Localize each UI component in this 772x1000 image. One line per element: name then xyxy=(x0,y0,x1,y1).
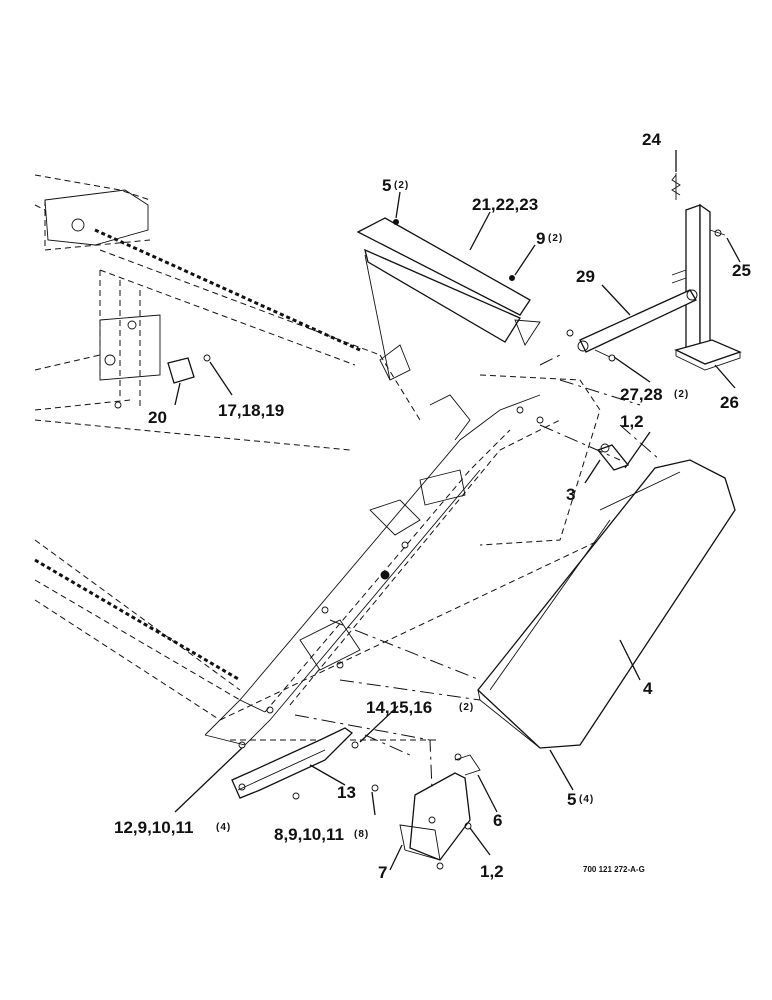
callout-17-18-19: 17,18,19 xyxy=(218,401,284,420)
callout-labels: 24 5 (2) 21,22,23 9 (2) 25 29 20 17,18,1… xyxy=(114,130,751,882)
callout-21-22-23: 21,22,23 xyxy=(472,195,538,214)
callout-5-bottom: 5 xyxy=(567,790,576,809)
callout-3: 3 xyxy=(566,485,575,504)
part-26-stand xyxy=(671,173,742,371)
callout-27-28: 27,28 xyxy=(620,385,663,404)
callout-5-bottom-qty: (4) xyxy=(579,794,594,805)
callout-14-15-16-qty: (2) xyxy=(459,702,474,713)
callout-4: 4 xyxy=(643,679,653,698)
callout-5-top-qty: (2) xyxy=(394,180,409,191)
callout-27-28-qty: (2) xyxy=(674,389,689,400)
part-21-shield xyxy=(356,217,541,381)
part-6-7-bracket xyxy=(371,753,481,870)
callout-9-qty: (2) xyxy=(548,233,563,244)
part-20-plate xyxy=(114,354,211,409)
callout-12-9-10-11-qty: (4) xyxy=(216,822,231,833)
callout-8-9-10-11: 8,9,10,11 xyxy=(274,825,344,844)
part-4-shield xyxy=(477,459,736,749)
callout-1-2-bottom: 1,2 xyxy=(480,862,504,881)
callout-6: 6 xyxy=(493,811,502,830)
projection-lines xyxy=(294,354,661,791)
part-29-brace xyxy=(566,289,698,362)
part-13-skid xyxy=(231,706,359,800)
callout-1-2-top: 1,2 xyxy=(620,412,644,431)
callout-5-top: 5 xyxy=(382,176,391,195)
callout-13: 13 xyxy=(337,783,356,802)
part-3-pin xyxy=(596,443,630,471)
callout-26: 26 xyxy=(720,393,739,412)
callout-29: 29 xyxy=(576,267,595,286)
callout-12-9-10-11: 12,9,10,11 xyxy=(114,818,193,837)
callout-8-9-10-11-qty: (8) xyxy=(354,829,369,840)
callout-25: 25 xyxy=(732,261,751,280)
drawing-code: 700 121 272-A-G xyxy=(583,865,645,874)
callout-20: 20 xyxy=(148,408,167,427)
main-channel xyxy=(204,344,601,746)
callout-24: 24 xyxy=(642,130,661,149)
header-frame-phantom xyxy=(34,174,421,721)
callout-9: 9 xyxy=(536,229,545,248)
leader-lines xyxy=(174,150,741,871)
callout-14-15-16: 14,15,16 xyxy=(366,698,432,717)
callout-7: 7 xyxy=(378,863,387,882)
